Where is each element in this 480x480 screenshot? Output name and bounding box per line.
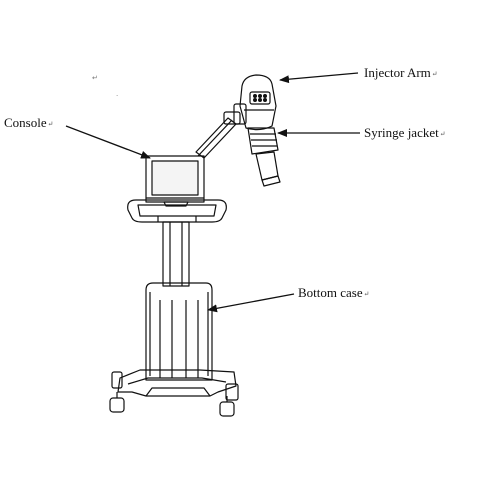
console-text: Console bbox=[4, 115, 47, 130]
bottom-case-body bbox=[145, 282, 213, 381]
paragraph-mark-icon: ↵ bbox=[439, 129, 446, 138]
bottom-case-label: Bottom case↵ bbox=[298, 286, 370, 299]
console-label: Console↵ bbox=[4, 116, 54, 129]
wheel-rear-right bbox=[225, 383, 239, 401]
wheel-front-left bbox=[109, 397, 125, 413]
syringe-jacket-label: Syringe jacket↵ bbox=[364, 126, 446, 139]
wheel-front-right bbox=[219, 401, 235, 417]
stray-dot: · bbox=[116, 92, 119, 100]
paragraph-mark-icon: ↵ bbox=[47, 119, 54, 128]
paragraph-mark-icon: ↵ bbox=[363, 289, 370, 298]
base-assembly bbox=[109, 369, 239, 417]
injector-arm-arrow bbox=[279, 72, 359, 84]
console-monitor bbox=[145, 155, 205, 207]
bottom-case-text: Bottom case bbox=[298, 285, 363, 300]
injector-arm-text: Injector Arm bbox=[364, 65, 431, 80]
injector-arm-label: Injector Arm↵ bbox=[364, 66, 438, 79]
console-screen bbox=[151, 160, 199, 196]
pole bbox=[162, 221, 190, 287]
console-arrow bbox=[65, 125, 151, 159]
syringe-jacket-body bbox=[247, 127, 281, 187]
paragraph-mark-icon: ↵ bbox=[431, 69, 438, 78]
bottom-case-arrow bbox=[207, 293, 295, 313]
injector-head bbox=[239, 74, 277, 131]
handle-tray bbox=[127, 199, 227, 223]
wheel-rear-left bbox=[111, 371, 123, 389]
syringe-jacket-text: Syringe jacket bbox=[364, 125, 439, 140]
articulated-arm bbox=[195, 103, 247, 159]
stray-paragraph-mark-icon: ↵ bbox=[92, 74, 98, 82]
